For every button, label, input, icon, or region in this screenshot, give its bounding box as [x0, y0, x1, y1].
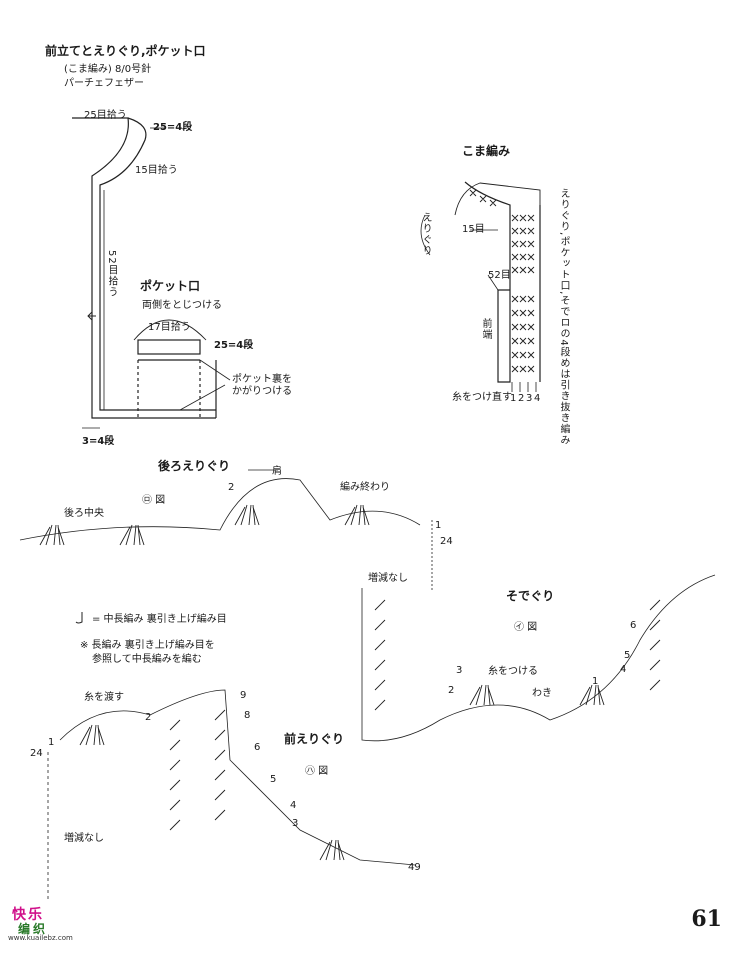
pocket-join-label: 両側をとじつける: [142, 300, 222, 311]
logo-top-text: 快乐: [12, 907, 44, 923]
front-band-outer: [72, 117, 216, 419]
front-row-24: 24: [30, 748, 43, 759]
sc-row-4: 4: [534, 393, 541, 404]
sc-row-1: 1: [510, 393, 517, 404]
sleeve-row-4: 4: [620, 664, 627, 675]
center-back-label: 後ろ中央: [64, 508, 104, 519]
reattach-label: 糸をつけ直す: [452, 392, 512, 403]
legend-line-2: ※ 長編み 裏引き上げ編み目を: [80, 640, 215, 651]
pocket-opening: [137, 339, 201, 355]
top-left-subtitle: (こま編み) 8/0号針: [64, 64, 152, 75]
front-row-8: 8: [244, 710, 251, 721]
sleeve-row-3: 3: [456, 665, 463, 676]
sc-chart-outline: [464, 181, 511, 383]
legend-line-3: 参照して中長編みを編む: [92, 654, 202, 665]
front-row-49: 49: [408, 862, 421, 873]
sc-chart-title: こま編み: [462, 144, 511, 158]
top-left-yarn: パーチェフェザー: [64, 78, 144, 89]
pocket-lining-label-2: かがりつける: [232, 386, 293, 397]
logo-mid-text: 编织: [18, 922, 49, 936]
front-row-5: 5: [270, 774, 277, 785]
side-label: わき: [532, 688, 552, 699]
fig-ha-label: ㋩ 図: [305, 766, 329, 777]
hdc-symbol-icon: [75, 612, 83, 624]
label-15: 15目: [462, 224, 485, 235]
sc-row-3: 3: [526, 393, 533, 404]
fig-ro-label: ㋺ 図: [142, 495, 166, 506]
eri-label: えりぐり: [420, 212, 431, 256]
end-label: 編み終わり: [340, 482, 390, 493]
front-row-3: 3: [292, 818, 299, 829]
front-band-inner: [99, 117, 216, 411]
front-row-2: 2: [145, 712, 152, 723]
front-row-9: 9: [240, 690, 247, 701]
pass-yarn-label: 糸を渡す: [84, 692, 124, 703]
front-neck-outline: [59, 689, 416, 866]
shoulder-label: 肩: [272, 466, 282, 477]
sleeve-no-change: 増減なし: [368, 573, 408, 584]
sleeve-row-2: 2: [448, 685, 455, 696]
page-number: 61: [691, 906, 722, 932]
pocket-rows-label: 25=4段: [214, 340, 254, 351]
pickup-25-label: 25目拾う: [84, 110, 127, 121]
front-neck-title: 前えりぐり: [284, 732, 345, 746]
back-row-1: 1: [435, 520, 442, 531]
site-logo: 快乐 编织 www.kuailebz.com: [8, 902, 80, 942]
sc-note: えりぐり,ポケット口,そでロの4段めは引き抜き編み: [558, 188, 569, 446]
rows-25-label: 25=4段: [153, 122, 193, 133]
attach-yarn-label: 糸をつける: [488, 666, 538, 677]
front-row-4: 4: [290, 800, 297, 811]
top-left-title: 前立てとえりぐり,ポケット口: [45, 44, 206, 58]
legend-line-1: = 中長編み 裏引き上げ編み目: [92, 614, 227, 625]
pickup-15-label: 15目拾う: [135, 165, 178, 176]
sleeve-row-5: 5: [624, 650, 631, 661]
fan-motifs: [39, 504, 661, 861]
front-row-1: 1: [48, 737, 55, 748]
back-neck-title: 後ろえりぐり: [158, 459, 231, 473]
front-row-6: 6: [254, 742, 261, 753]
back-row-24: 24: [440, 536, 453, 547]
label-52: 52目: [488, 270, 511, 281]
back-neck-band: [19, 478, 421, 541]
front-no-change: 増減なし: [64, 833, 104, 844]
logo-url-text: www.kuailebz.com: [8, 934, 73, 942]
pickup-52-label: 52目拾う: [106, 250, 117, 298]
bottom-rows-label: 3=4段: [82, 436, 115, 447]
fig-i-label: ㋑ 図: [514, 622, 538, 633]
sleeve-chart-outline: [361, 574, 716, 742]
sleeve-row-1: 1: [592, 676, 599, 687]
pocket-lining-label: ポケット裏を: [232, 374, 292, 385]
sleeve-row-6: 6: [630, 620, 637, 631]
pocket-17-label: 17目拾う: [148, 322, 191, 333]
sc-row-2: 2: [518, 393, 525, 404]
back-row-2: 2: [228, 482, 235, 493]
sc-stitch-grid: [469, 189, 535, 373]
front-edge-label: 前端: [480, 318, 491, 340]
sleeve-title: そでぐり: [506, 589, 555, 603]
pocket-title: ポケット口: [140, 279, 201, 293]
